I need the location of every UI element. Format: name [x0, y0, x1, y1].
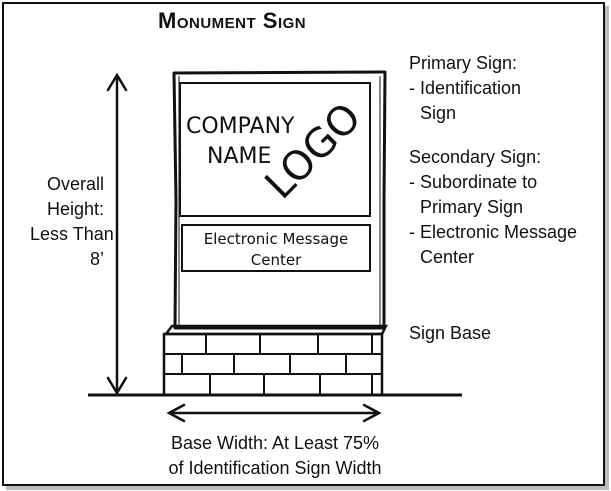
secondary-item2-cont: Center	[420, 247, 475, 267]
sign-base	[162, 324, 389, 397]
primary-item1: - Identification	[409, 78, 522, 98]
primary-sign-note: Primary Sign: - Identification Sign	[409, 51, 521, 126]
height-callout-line1: Overall	[46, 174, 104, 194]
base-outline	[162, 332, 384, 397]
height-callout-line4: 8’	[89, 249, 104, 269]
height-callout-line3: Less Than	[30, 224, 114, 244]
company-line1: COMPANY	[186, 114, 295, 139]
primary-item1-cont: Sign	[420, 103, 457, 123]
height-callout-line2: Height:	[46, 199, 104, 219]
emc-panel	[181, 224, 371, 272]
company-line2: NAME	[207, 144, 271, 169]
height-callout: Overall Height: Less Than 8’	[30, 172, 114, 272]
logo-text: LOGO	[257, 94, 371, 208]
secondary-item1: - Subordinate to	[409, 172, 538, 192]
height-arrow	[106, 72, 128, 396]
secondary-heading: Secondary Sign:	[409, 147, 542, 167]
emc-line1: Electronic Message	[204, 230, 348, 248]
identification-panel	[179, 82, 371, 217]
primary-heading: Primary Sign:	[409, 53, 518, 73]
width-callout-line2: of Identification Sign Width	[168, 458, 382, 478]
emc-line2: Center	[251, 251, 302, 269]
width-callout-line1: Base Width: At Least 75%	[170, 433, 380, 453]
width-callout: Base Width: At Least 75% of Identificati…	[140, 431, 410, 481]
diagram-title: Monument Sign	[158, 8, 307, 33]
sign-base-label: Sign Base	[409, 323, 492, 343]
width-arrow	[166, 403, 382, 423]
secondary-item1-cont: Primary Sign	[420, 197, 524, 217]
secondary-item2: - Electronic Message	[409, 222, 578, 242]
secondary-sign-note: Secondary Sign: - Subordinate to Primary…	[409, 145, 577, 270]
